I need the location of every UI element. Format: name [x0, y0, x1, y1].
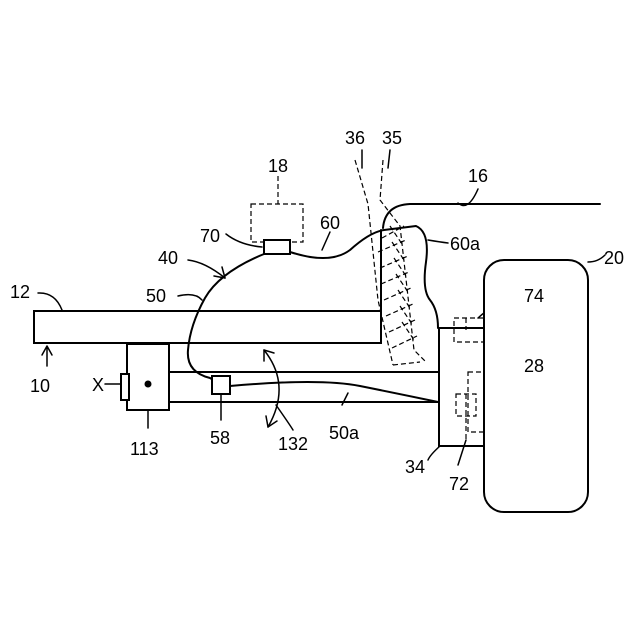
label-70: 70 [200, 226, 220, 246]
frame-12 [34, 311, 381, 343]
leader-70 [226, 234, 262, 247]
leader-60 [322, 232, 330, 250]
label-36: 36 [345, 128, 365, 148]
label-74: 74 [524, 286, 544, 306]
label-40: 40 [158, 248, 178, 268]
label-10: 10 [30, 376, 50, 396]
damper-bottom [393, 362, 420, 365]
leader-12 [38, 293, 62, 310]
label-x: X [92, 375, 104, 395]
connector-70 [264, 240, 290, 254]
label-132: 132 [278, 434, 308, 454]
bracket-113 [127, 344, 169, 410]
label-58: 58 [210, 428, 230, 448]
label-16: 16 [468, 166, 488, 186]
label-28: 28 [524, 356, 544, 376]
leader-60a [428, 240, 448, 243]
pivot-pin [121, 374, 129, 400]
label-60: 60 [320, 213, 340, 233]
leader-50 [178, 295, 202, 300]
leader-20 [588, 255, 605, 262]
leader-35 [388, 150, 390, 168]
leader-34 [428, 446, 440, 460]
label-50: 50 [146, 286, 166, 306]
leader-132 [276, 405, 293, 430]
label-72: 72 [449, 474, 469, 494]
arrow-40 [188, 260, 225, 278]
vehicle-body-16 [383, 204, 600, 228]
leader-50a [342, 393, 348, 405]
label-113: 113 [130, 439, 159, 459]
label-35: 35 [382, 128, 402, 148]
label-20: 20 [604, 248, 624, 268]
harness-50a [230, 382, 438, 402]
label-18: 18 [268, 156, 288, 176]
clamp-58 [212, 376, 230, 394]
damper-35-right [380, 160, 426, 362]
pivot-axis-x [145, 381, 152, 388]
arrow-10 [42, 346, 52, 366]
label-50a: 50a [329, 423, 360, 443]
label-34: 34 [405, 457, 425, 477]
label-12: 12 [10, 282, 30, 302]
component-18 [251, 204, 303, 242]
label-60a: 60a [450, 234, 481, 254]
